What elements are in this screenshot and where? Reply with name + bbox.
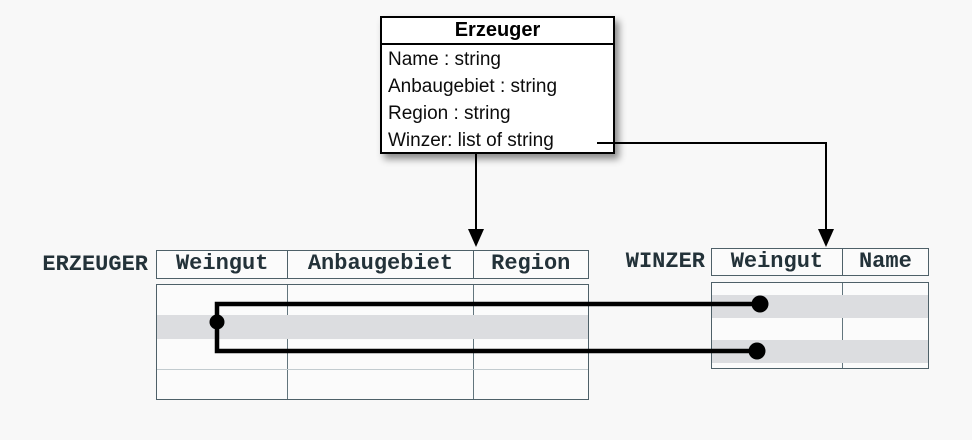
arrowhead-down-icon xyxy=(468,229,484,247)
class-box-erzeuger: Erzeuger Name : string Anbaugebiet : str… xyxy=(380,16,615,154)
erzeuger-row-gridline xyxy=(157,369,588,370)
erzeuger-table-label: ERZEUGER xyxy=(42,252,148,277)
winzer-highlighted-row xyxy=(712,295,928,318)
erzeuger-column-divider xyxy=(287,285,288,399)
class-attribute-name: Name : string xyxy=(388,49,501,70)
erzeuger-table-header: Weingut Anbaugebiet Region xyxy=(156,250,589,279)
erzeuger-highlighted-row xyxy=(157,315,588,339)
class-box-title: Erzeuger xyxy=(382,18,613,45)
erzeuger-table-body xyxy=(156,284,589,400)
winzer-column-weingut: Weingut xyxy=(730,249,824,274)
class-attribute-anbaugebiet: Anbaugebiet : string xyxy=(388,76,558,97)
erzeuger-column-anbaugebiet: Anbaugebiet xyxy=(287,251,472,278)
winzer-table-body xyxy=(711,282,929,369)
erzeuger-column-region: Region xyxy=(472,251,588,278)
winzer-highlighted-row xyxy=(712,340,928,363)
winzer-column-name: Name xyxy=(841,249,928,275)
class-attribute-winzer: Winzer: list of string xyxy=(388,130,554,151)
winzer-table-label: WINZER xyxy=(625,249,705,274)
erzeuger-column-divider xyxy=(473,285,474,399)
arrowhead-down-icon xyxy=(818,229,834,247)
winzer-attribute-to-winzer-line xyxy=(597,142,827,231)
winzer-column-divider xyxy=(842,283,843,368)
winzer-table-header: Weingut Name xyxy=(711,248,929,276)
erzeuger-column-weingut: Weingut xyxy=(175,251,269,276)
class-box-attribute-list: Name : string Anbaugebiet : string Regio… xyxy=(382,45,613,154)
class-attribute-region: Region : string xyxy=(388,103,511,124)
